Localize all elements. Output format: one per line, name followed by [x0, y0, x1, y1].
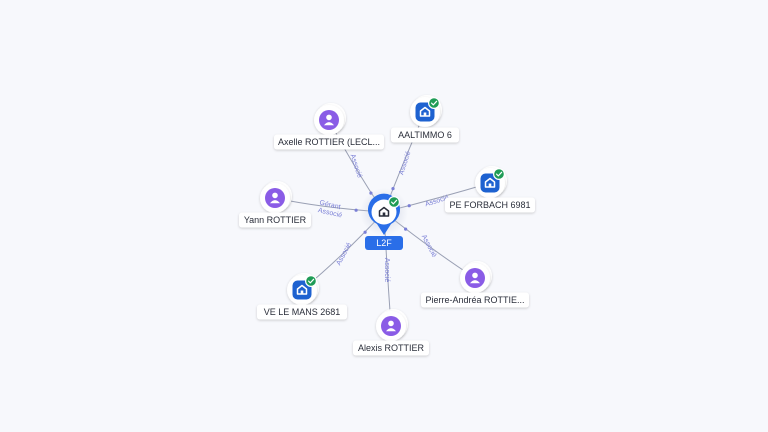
- node-label: Alexis ROTTIER: [358, 343, 425, 353]
- node-axelle[interactable]: Axelle ROTTIER (LECL...: [274, 103, 384, 150]
- center-node[interactable]: L2F: [360, 188, 408, 250]
- building-icon: [292, 280, 312, 300]
- node-label-chip: [239, 212, 311, 228]
- check-badge-icon: [388, 196, 401, 209]
- node-label-chip: [257, 304, 347, 320]
- node-label-chip: [445, 197, 535, 213]
- node-yann[interactable]: Yann ROTTIER: [239, 181, 311, 228]
- check-badge-icon: [428, 96, 441, 109]
- node-label: Axelle ROTTIER (LECL...: [278, 137, 380, 147]
- edge-label: Associé: [383, 258, 390, 283]
- edge-label: Gérant: [319, 200, 341, 212]
- node-label-chip: [353, 340, 429, 356]
- edge-label: Associé: [420, 234, 438, 259]
- node-pe_forbach[interactable]: PE FORBACH 6981: [445, 166, 535, 213]
- node-label: Yann ROTTIER: [244, 215, 307, 225]
- check-badge-icon: [305, 275, 318, 288]
- node-label: AALTIMMO 6: [398, 130, 452, 140]
- center-label: L2F: [376, 238, 392, 248]
- person-icon: [465, 268, 485, 288]
- node-label-chip: [421, 292, 529, 308]
- building-icon: [378, 206, 390, 217]
- edge-label: Associé: [349, 153, 363, 179]
- nodes-layer: Axelle ROTTIER (LECL... AALTIMMO 6 PE FORB…: [239, 95, 535, 356]
- check-badge-icon: [493, 168, 506, 181]
- node-label-chip: [274, 134, 384, 150]
- edge-label: Associé: [335, 242, 353, 267]
- edge-arrow: [363, 230, 367, 234]
- person-icon: [381, 316, 401, 336]
- edge-label: Associé: [398, 150, 412, 176]
- node-label: VE LE MANS 2681: [264, 307, 341, 317]
- node-label: Pierre-Andréa ROTTIE...: [425, 295, 524, 305]
- node-label-chip: [391, 127, 459, 143]
- building-icon: [480, 173, 500, 193]
- node-pierre[interactable]: Pierre-Andréa ROTTIE...: [421, 261, 529, 308]
- edge-arrow: [354, 208, 358, 212]
- node-label: PE FORBACH 6981: [449, 200, 530, 210]
- building-icon: [415, 102, 435, 122]
- node-aaltimmo[interactable]: AALTIMMO 6: [391, 95, 459, 143]
- person-icon: [319, 110, 339, 130]
- person-icon: [265, 188, 285, 208]
- edge-arrow: [407, 204, 411, 208]
- edge-arrow: [404, 227, 408, 231]
- edge-arrow: [391, 187, 395, 191]
- node-alexis[interactable]: Alexis ROTTIER: [353, 309, 429, 356]
- center-label-chip: [365, 236, 403, 250]
- node-ve_mans[interactable]: VE LE MANS 2681: [257, 273, 347, 320]
